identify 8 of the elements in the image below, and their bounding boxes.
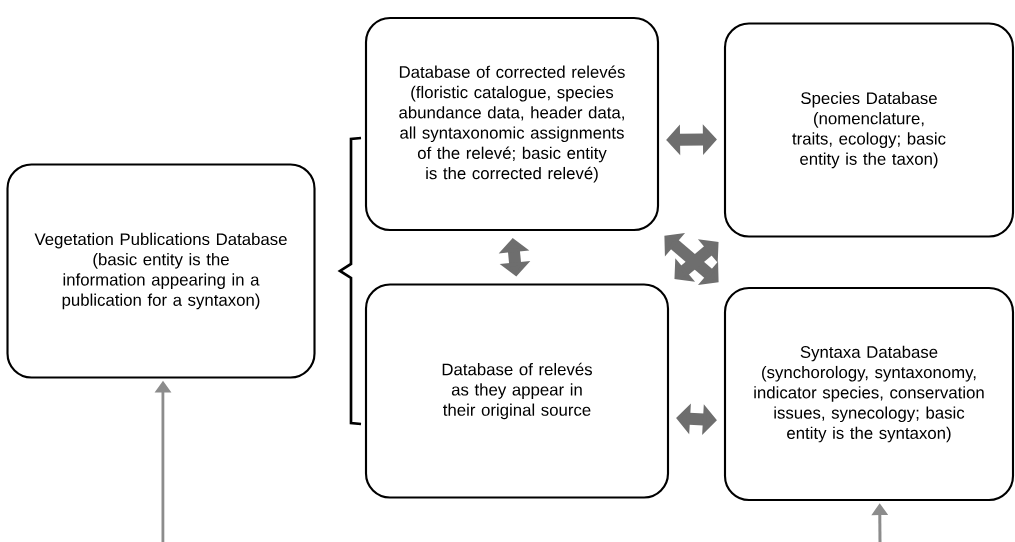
database-box: Vegetation Publications Database (basic entity is the information appearing in a publication for a syntaxon) bbox=[6, 163, 316, 379]
database-box: Database of corrected relevés (floristic catalogue, species abundance data, header data, all syntaxonomic assignments of the relevé; basic entity is the corrected relevé) bbox=[364, 16, 660, 232]
double-arrow bbox=[674, 239, 719, 282]
database-box: Species Database (nomenclature, traits, ecology; basic entity is the taxon) bbox=[723, 22, 1015, 238]
database-box: Database of relevés as they appear in their original source bbox=[364, 283, 670, 499]
double-arrow bbox=[664, 233, 719, 285]
double-arrow bbox=[666, 124, 717, 156]
database-box: Syntaxa Database (synchorology, syntaxonomy, indicator species, conservation issues, synecology; basic entity is the syntaxon) bbox=[723, 286, 1015, 502]
